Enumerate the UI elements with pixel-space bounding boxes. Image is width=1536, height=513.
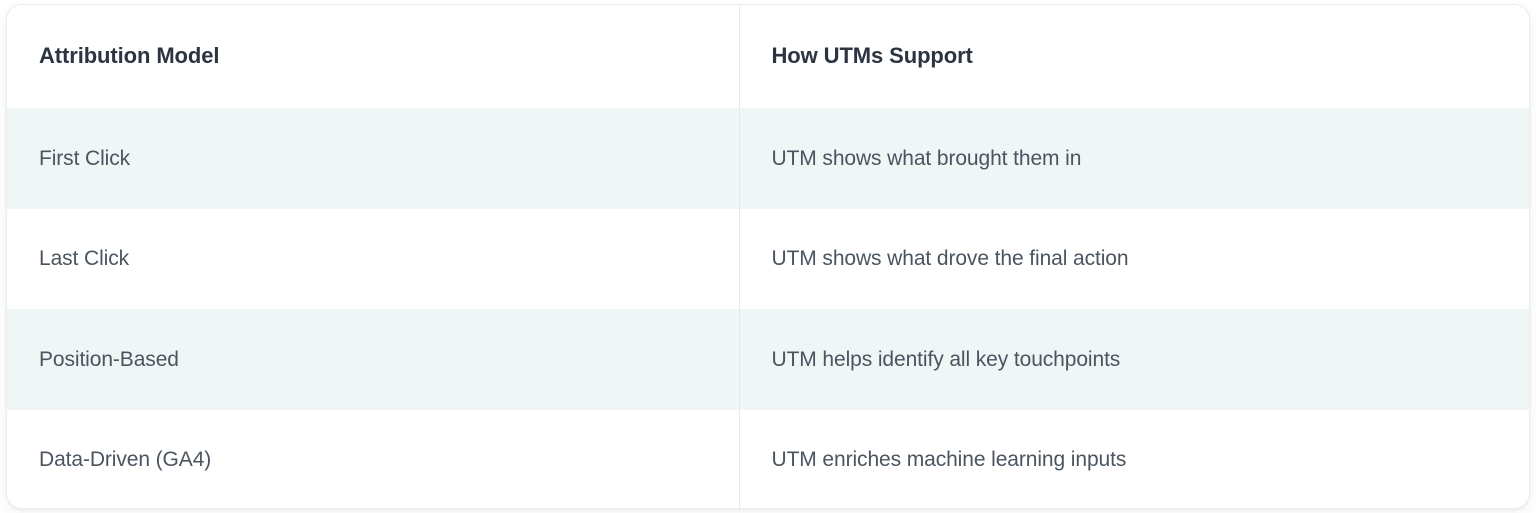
cell-how-utms-support-label: UTM helps identify all key touchpoints — [771, 347, 1121, 371]
cell-attribution-model-label: Last Click — [39, 247, 130, 271]
table-row: Data-Driven (GA4) UTM enriches machine l… — [7, 409, 1529, 508]
cell-how-utms-support: UTM shows what drove the final action — [739, 208, 1529, 309]
column-header-how-utms-support: How UTMs Support — [739, 5, 1529, 108]
cell-attribution-model-label: Data-Driven (GA4) — [39, 448, 212, 472]
table-row: Last Click UTM shows what drove the fina… — [7, 208, 1529, 309]
cell-how-utms-support: UTM enriches machine learning inputs — [739, 409, 1529, 508]
cell-attribution-model-label: Position-Based — [39, 347, 179, 371]
cell-attribution-model: Last Click — [7, 208, 740, 309]
cell-how-utms-support: UTM helps identify all key touchpoints — [739, 309, 1529, 410]
column-header-attribution-model: Attribution Model — [7, 5, 740, 108]
attribution-model-table-card: Attribution Model How UTMs Support First… — [6, 4, 1530, 509]
cell-how-utms-support-label: UTM shows what brought them in — [771, 146, 1082, 170]
cell-attribution-model-label: First Click — [39, 146, 131, 170]
cell-how-utms-support-label: UTM enriches machine learning inputs — [771, 448, 1127, 472]
cell-how-utms-support: UTM shows what brought them in — [739, 108, 1529, 209]
cell-how-utms-support-label: UTM shows what drove the final action — [771, 247, 1129, 271]
table-header-row: Attribution Model How UTMs Support — [7, 5, 1529, 108]
column-header-attribution-model-label: Attribution Model — [39, 43, 220, 69]
table-row: First Click UTM shows what brought them … — [7, 108, 1529, 209]
cell-attribution-model: First Click — [7, 108, 740, 209]
cell-attribution-model: Data-Driven (GA4) — [7, 409, 740, 508]
attribution-model-table: Attribution Model How UTMs Support First… — [7, 5, 1529, 508]
table-row: Position-Based UTM helps identify all ke… — [7, 309, 1529, 410]
column-header-how-utms-support-label: How UTMs Support — [771, 43, 973, 69]
cell-attribution-model: Position-Based — [7, 309, 740, 410]
